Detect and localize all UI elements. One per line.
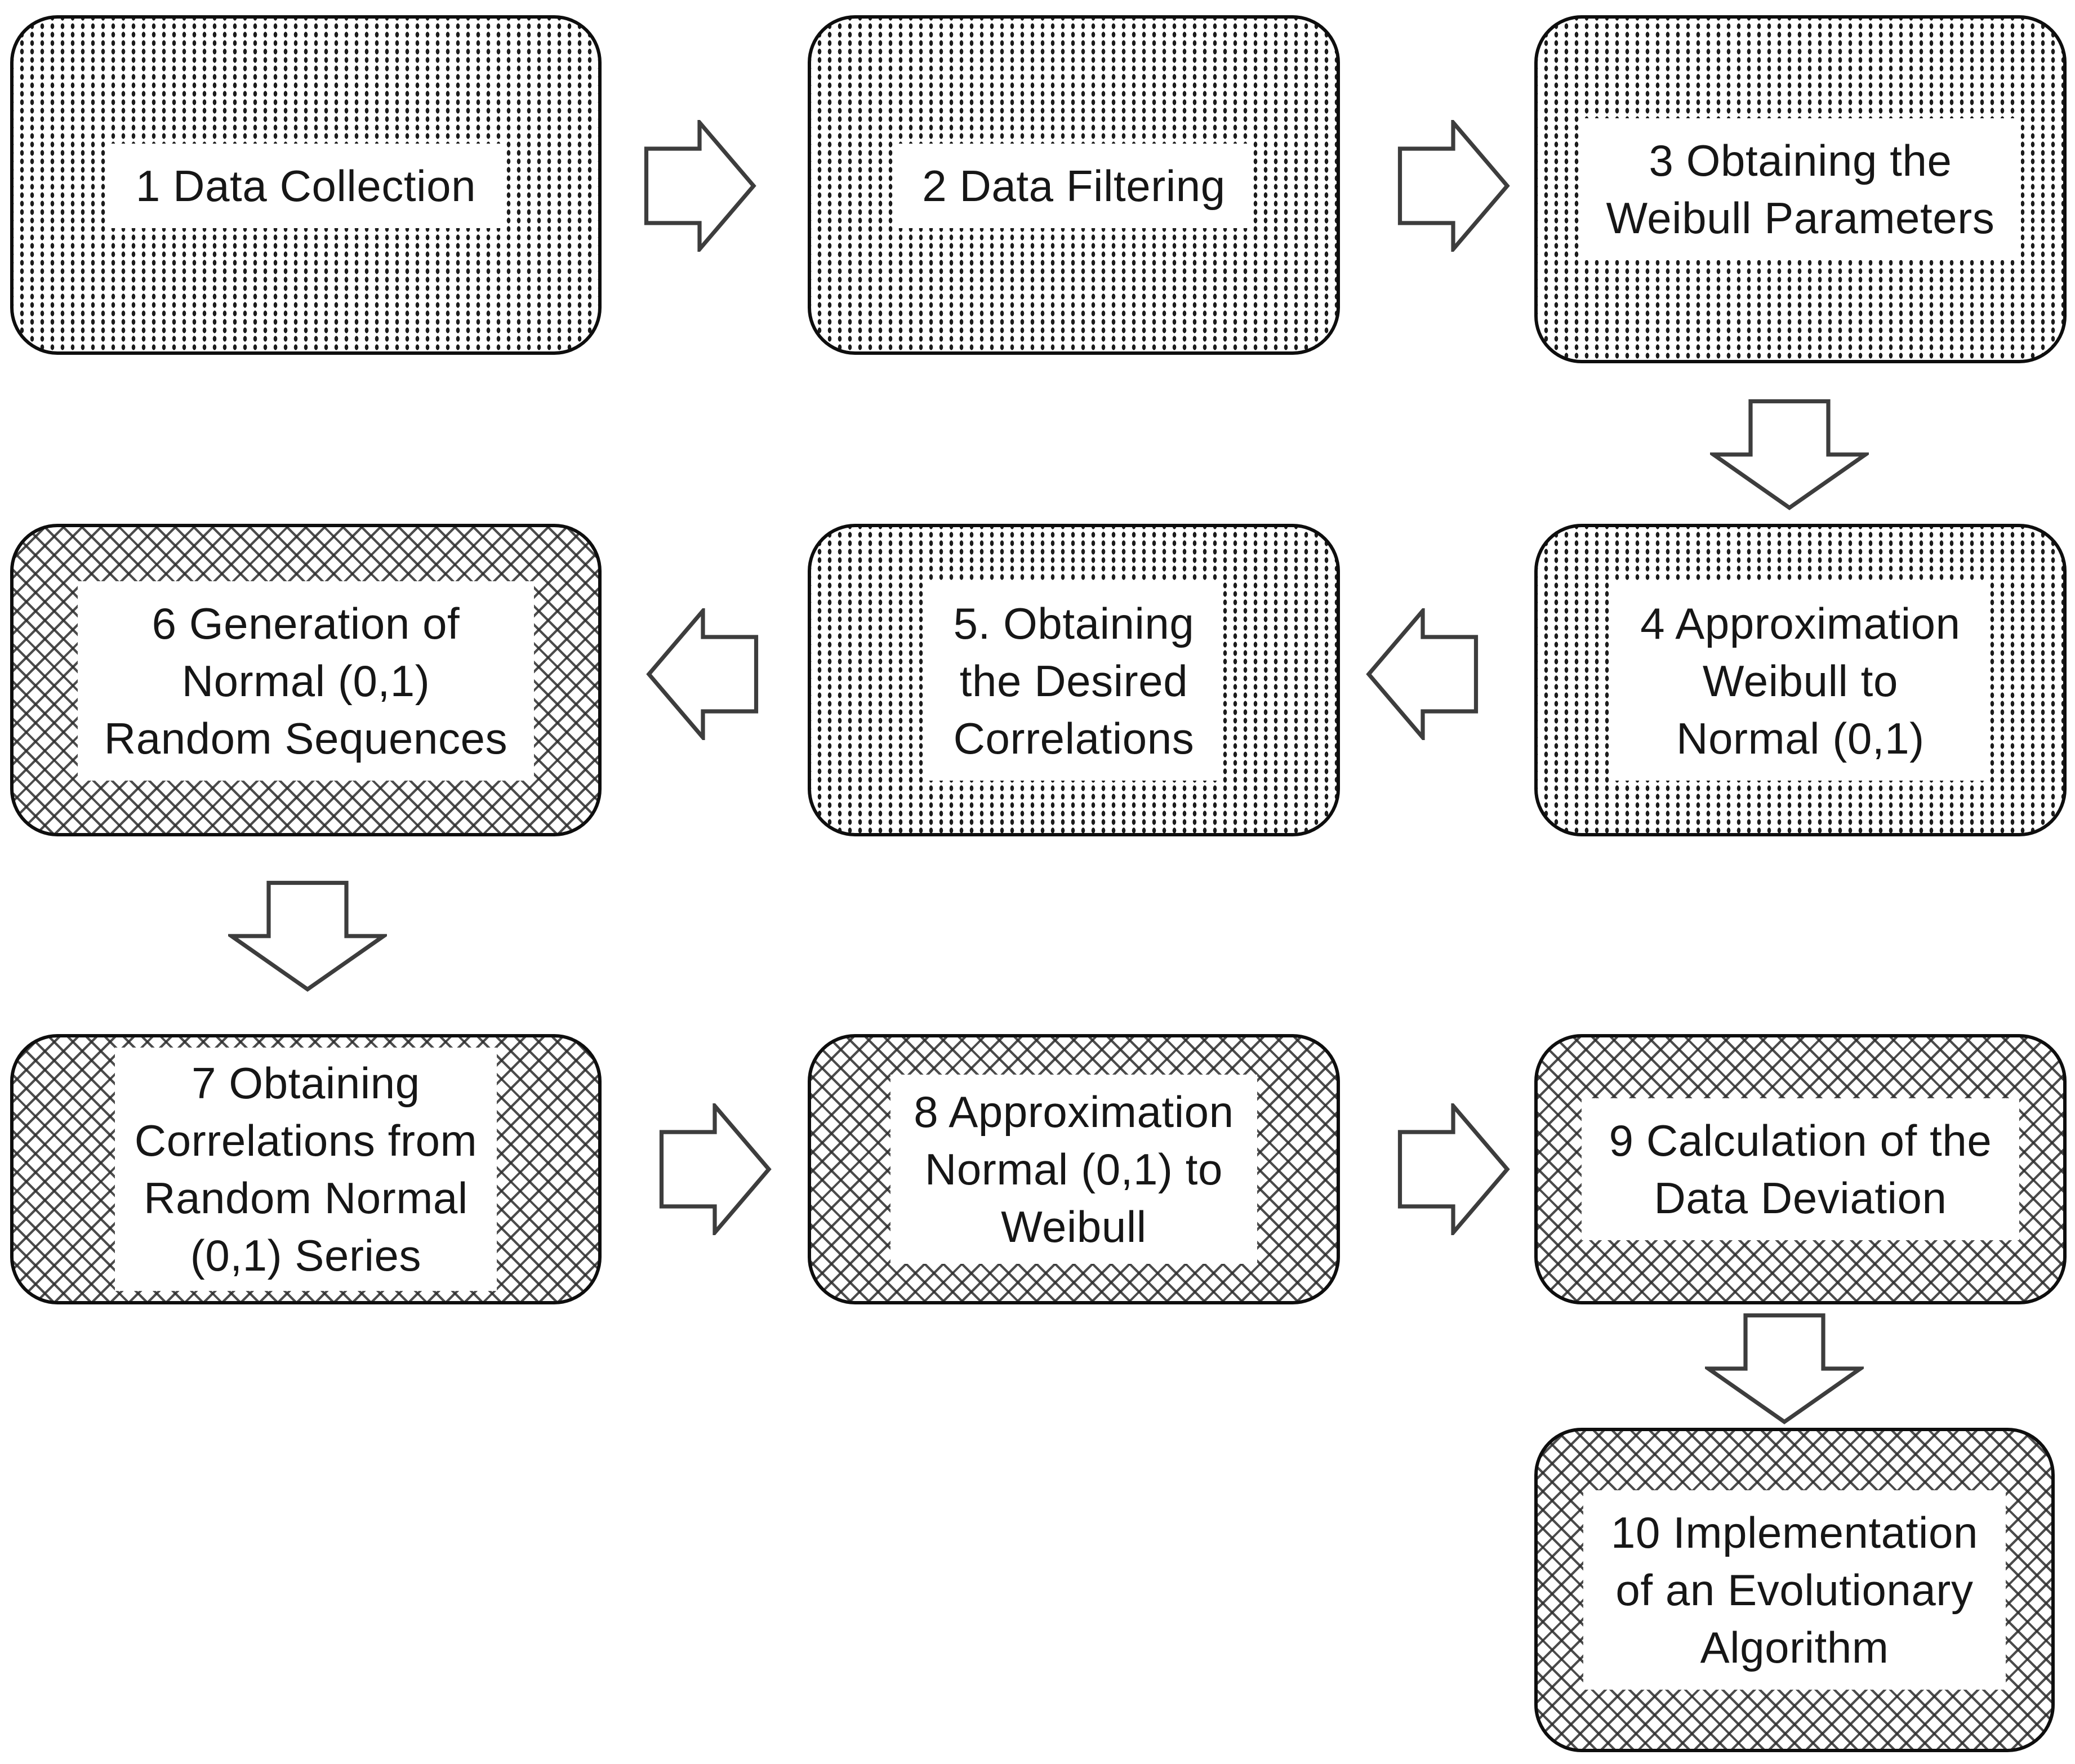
step-3-box: 3 Obtaining the Weibull Parameters <box>1534 15 2067 363</box>
step-2-label: 2 Data Filtering <box>895 142 1253 228</box>
arrow-right-icon <box>1397 120 1511 252</box>
arrow-down-icon <box>1710 399 1869 510</box>
step-7-label: 7 Obtaining Correlations from Random Nor… <box>114 1048 498 1291</box>
step-2-box: 2 Data Filtering <box>808 15 1340 355</box>
step-6-label: 6 Generation of Normal (0,1) Random Sequ… <box>77 580 535 780</box>
arrow-down-icon <box>228 880 387 992</box>
step-9-label: 9 Calculation of the Data Deviation <box>1582 1098 2019 1240</box>
step-5-label: 5. Obtaining the Desired Correlations <box>926 580 1222 780</box>
step-5-box: 5. Obtaining the Desired Correlations <box>808 524 1340 836</box>
arrow-right-icon <box>644 120 757 252</box>
arrow-right-icon <box>659 1103 772 1235</box>
step-10-label: 10 Implementation of an Evolutionary Alg… <box>1584 1490 2005 1690</box>
step-7-box: 7 Obtaining Correlations from Random Nor… <box>10 1034 602 1304</box>
arrow-left-icon <box>1365 608 1479 740</box>
step-8-label: 8 Approximation Normal (0,1) to Weibull <box>890 1075 1258 1264</box>
step-6-box: 6 Generation of Normal (0,1) Random Sequ… <box>10 524 602 836</box>
step-8-box: 8 Approximation Normal (0,1) to Weibull <box>808 1034 1340 1304</box>
step-3-label: 3 Obtaining the Weibull Parameters <box>1579 118 2022 260</box>
step-1-label: 1 Data Collection <box>108 142 504 228</box>
step-4-label: 4 Approximation Weibull to Normal (0,1) <box>1613 580 1988 780</box>
step-9-box: 9 Calculation of the Data Deviation <box>1534 1034 2067 1304</box>
step-1-box: 1 Data Collection <box>10 15 602 355</box>
arrow-down-icon <box>1705 1313 1864 1424</box>
step-4-box: 4 Approximation Weibull to Normal (0,1) <box>1534 524 2067 836</box>
arrow-right-icon <box>1397 1103 1511 1235</box>
arrow-left-icon <box>645 608 759 740</box>
step-10-box: 10 Implementation of an Evolutionary Alg… <box>1534 1428 2055 1752</box>
